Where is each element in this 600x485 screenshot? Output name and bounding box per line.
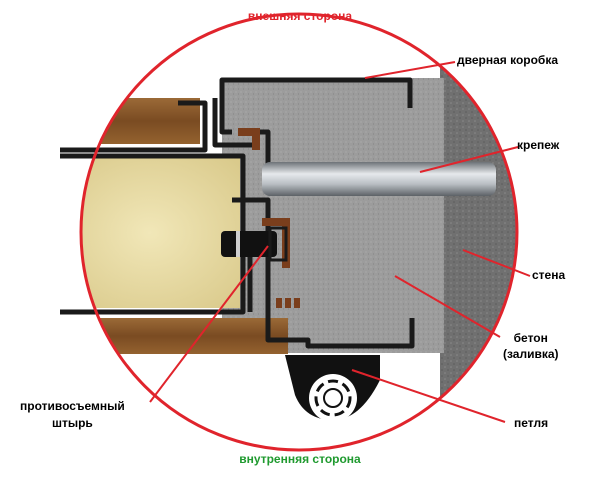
wall-mass xyxy=(440,40,517,440)
wood-panel-inner xyxy=(81,318,288,354)
fixing-label: крепеж xyxy=(517,138,560,152)
door-frame-label: дверная коробка xyxy=(457,53,559,67)
fixing-bolt xyxy=(262,162,496,196)
anti-removal-pin xyxy=(221,226,288,262)
outer-side-label: внешняя сторона xyxy=(247,9,353,23)
hinge-label: петля xyxy=(514,416,549,430)
insulation xyxy=(81,158,240,308)
concrete-fill xyxy=(222,78,444,353)
concrete-label: бетон (заливка) xyxy=(503,330,559,362)
detail-circle xyxy=(79,12,519,452)
seal-middle xyxy=(262,218,290,268)
hinge xyxy=(285,355,380,422)
pin-label: противосъемный штырь xyxy=(20,398,125,432)
leader-lines xyxy=(149,61,531,423)
seal-lower xyxy=(276,298,300,308)
concrete-label-line1: бетон xyxy=(513,331,548,345)
pin-label-line1: противосъемный xyxy=(20,399,125,413)
inner-side-label: внутренняя сторона xyxy=(239,452,361,466)
wall-label: стена xyxy=(532,268,566,282)
concrete-label-line2: (заливка) xyxy=(503,347,559,361)
pin-label-line2: штырь xyxy=(51,416,93,430)
seal-outer xyxy=(238,128,260,150)
